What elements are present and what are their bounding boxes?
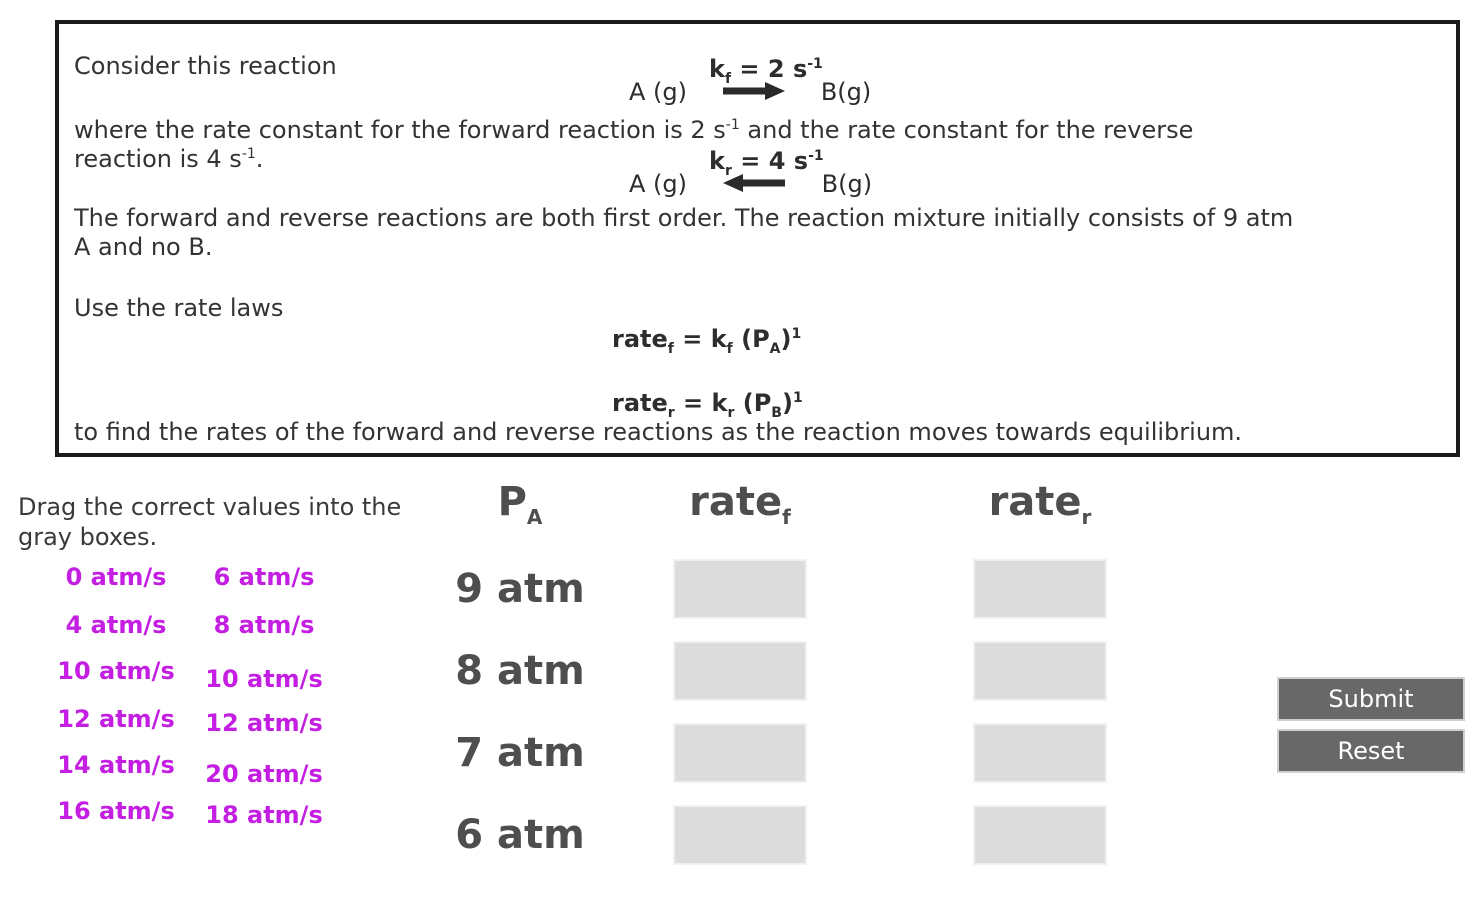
reactant-a: A (g) (629, 170, 688, 198)
rate-reverse-equation: rater = kr (PB)1 (612, 389, 803, 420)
submit-button[interactable]: Submit (1277, 677, 1465, 721)
first-order-line-2: A and no B. (74, 233, 213, 261)
drag-value-chip[interactable]: 12 atm/s (57, 705, 175, 733)
column-header-rater: rater (973, 479, 1107, 527)
reverse-reaction-equation: A (g) kr = 4 s-1 B(g) (629, 149, 872, 197)
superscript: -1 (241, 146, 256, 162)
drag-value-chip[interactable]: 10 atm/s (57, 657, 175, 685)
superscript: -1 (725, 117, 740, 133)
reset-button[interactable]: Reset (1277, 729, 1465, 773)
header-subscript: r (1081, 505, 1092, 529)
drop-box-ratef-row3[interactable] (673, 805, 807, 865)
product-b: B(g) (821, 170, 873, 198)
k-exponent: -1 (807, 56, 823, 72)
intro-text: Consider this reaction (74, 52, 337, 80)
reverse-rate-constant-label: kr = 4 s-1 (709, 147, 824, 178)
k-symbol: k (709, 147, 725, 175)
pressure-term: (P (734, 389, 772, 417)
close-paren: ) (780, 325, 792, 353)
order-exponent: 1 (792, 390, 803, 406)
drop-box-ratef-row0[interactable] (673, 559, 807, 619)
header-text: P (497, 479, 527, 525)
equals-k: = k (674, 389, 728, 417)
first-order-text: The forward and reverse reactions are bo… (74, 204, 1293, 262)
drag-value-chip[interactable]: 14 atm/s (57, 751, 175, 779)
rate-subscript: r (667, 404, 675, 421)
drop-box-rater-row0[interactable] (973, 559, 1107, 619)
pressure-term: (P (732, 325, 770, 353)
drag-value-chip[interactable]: 12 atm/s (205, 709, 323, 737)
drag-value-chip[interactable]: 18 atm/s (205, 801, 323, 829)
k-symbol: k (709, 55, 725, 83)
header-text: rate (689, 479, 783, 525)
rate-word: rate (612, 389, 668, 417)
row-label: 7 atm (455, 730, 585, 776)
k-value: = 2 s (731, 55, 808, 83)
closing-text: to find the rates of the forward and rev… (74, 418, 1243, 446)
close-paren: ) (781, 389, 793, 417)
column-header-ratef: ratef (673, 479, 807, 527)
where-text-segment: and the rate constant for the reverse (739, 116, 1194, 144)
drop-box-ratef-row2[interactable] (673, 723, 807, 783)
drop-box-rater-row1[interactable] (973, 641, 1107, 701)
drag-instruction: Drag the correct values into the gray bo… (18, 493, 402, 551)
product-b: B(g) (820, 78, 872, 106)
header-text: rate (988, 479, 1082, 525)
where-text-segment: where the rate constant for the forward … (74, 116, 726, 144)
reverse-arrow-icon (723, 174, 786, 192)
where-text-segment: . (255, 145, 264, 173)
header-subscript: A (526, 505, 543, 529)
drop-box-rater-row3[interactable] (973, 805, 1107, 865)
pressure-subscript: B (771, 404, 782, 421)
k-subscript: r (724, 162, 732, 179)
k-subscript: f (724, 70, 732, 87)
rate-word: rate (612, 325, 668, 353)
drop-box-ratef-row1[interactable] (673, 641, 807, 701)
problem-box: Consider this reaction A (g) kf = 2 s-1 … (55, 20, 1460, 457)
rate-forward-equation: ratef = kf (PA)1 (612, 325, 802, 356)
reverse-arrow-group: kr = 4 s-1 (697, 149, 824, 197)
order-exponent: 1 (791, 326, 802, 342)
drag-value-chip[interactable]: 10 atm/s (205, 665, 323, 693)
row-label: 9 atm (455, 566, 585, 612)
where-text-segment: reaction is 4 s (74, 145, 242, 173)
forward-arrow-group: kf = 2 s-1 (697, 57, 823, 105)
drag-value-chip[interactable]: 6 atm/s (213, 563, 315, 591)
drop-box-rater-row2[interactable] (973, 723, 1107, 783)
k-exponent: -1 (808, 148, 824, 164)
equals-k: = k (673, 325, 727, 353)
drag-value-chip[interactable]: 16 atm/s (57, 797, 175, 825)
k-subscript: f (726, 340, 733, 357)
column-header-pa: PA (440, 479, 600, 527)
forward-arrow-icon (722, 82, 785, 100)
drag-value-chip[interactable]: 8 atm/s (213, 611, 315, 639)
row-label: 8 atm (455, 648, 585, 694)
drag-value-chip[interactable]: 20 atm/s (205, 760, 323, 788)
header-subscript: f (782, 505, 791, 529)
pressure-subscript: A (769, 340, 781, 357)
use-rate-laws-text: Use the rate laws (74, 294, 284, 322)
forward-reaction-equation: A (g) kf = 2 s-1 B(g) (629, 57, 871, 105)
k-subscript: r (727, 404, 735, 421)
rate-subscript: f (667, 340, 674, 357)
forward-rate-constant-label: kf = 2 s-1 (709, 55, 823, 86)
drag-value-chip[interactable]: 4 atm/s (65, 611, 167, 639)
where-text: where the rate constant for the forward … (74, 116, 1193, 174)
reactant-a: A (g) (629, 78, 688, 106)
row-label: 6 atm (455, 812, 585, 858)
first-order-line-1: The forward and reverse reactions are bo… (74, 204, 1294, 232)
drag-value-chip[interactable]: 0 atm/s (65, 563, 167, 591)
k-value: = 4 s (731, 147, 809, 175)
